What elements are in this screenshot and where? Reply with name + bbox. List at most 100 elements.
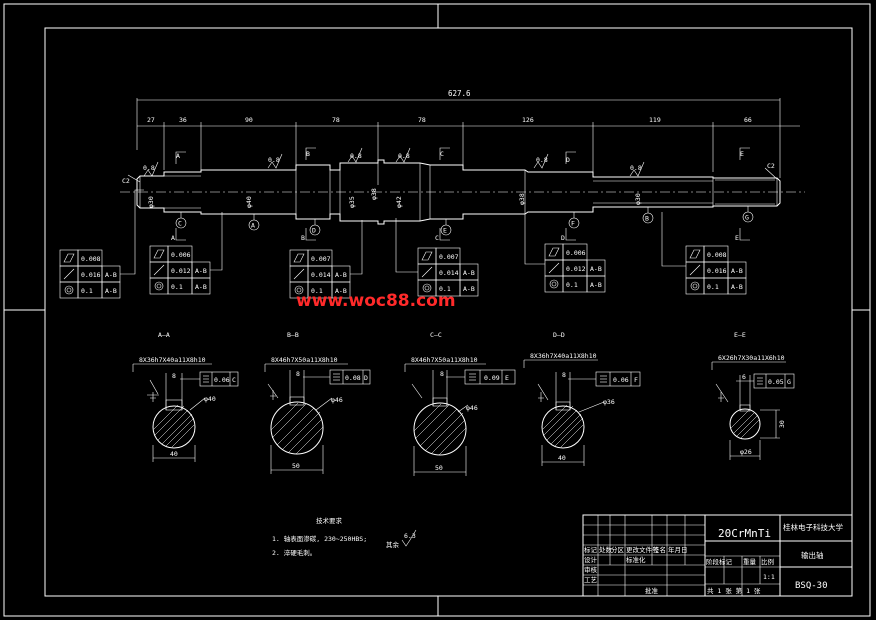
tolerance-frames: 0.008 0.016 A-B 0.1 A-B 0.006 0.012 A-B … [59, 189, 747, 299]
section-bottom-d: D [561, 234, 565, 242]
tech-req-item-1: 1. 轴表面渗碳, 230~250HBS; [272, 534, 367, 543]
section-c-title: C—C [430, 331, 442, 339]
svg-text:0.012: 0.012 [171, 267, 191, 275]
chamfer-right-label: C2 [767, 162, 775, 170]
section-d-spline: 8X36h7X40a11X8h10 [530, 352, 597, 360]
svg-text:0.1: 0.1 [311, 287, 323, 295]
shaft-main-view: 627.6 27 36 90 78 78 126 119 66 [120, 89, 805, 242]
title-block: 标记 处数 分区 更改文件号 签名 年月日 设计 审核 工艺 标准化 批准 阶段… [582, 514, 853, 597]
datum-5: F [571, 220, 575, 228]
tolerance-frame-3: 0.007 0.014 A-B 0.1 A-B [289, 220, 363, 299]
seg-len-2: 36 [179, 116, 187, 124]
svg-text:0.006: 0.006 [566, 249, 586, 257]
section-marks-bottom: A B C D E [171, 228, 750, 242]
watermark-text: www.woc88.com [296, 291, 456, 311]
dia-label-7: φ30 [634, 193, 642, 205]
section-d-title: D—D [553, 331, 565, 339]
segment-ticks [163, 122, 714, 185]
section-view-e: E—E 6X26h7X30a11X6h10 0.05 G 6 φ26 30 [711, 331, 795, 460]
svg-text:G: G [787, 378, 791, 386]
tb-row-label-1: 标记 [584, 545, 598, 554]
svg-text:0.016: 0.016 [707, 267, 727, 275]
svg-text:A-B: A-B [195, 283, 207, 291]
datum-4: E [443, 227, 447, 235]
roughness-4: 0.8 [398, 152, 410, 160]
tb-school: 桂林电子科技大学 [783, 522, 843, 532]
svg-text:0.008: 0.008 [707, 251, 727, 259]
section-bottom-b: B [301, 234, 305, 242]
tb-stage-1: 阶段标记 [706, 557, 733, 566]
section-e-dia-bottom: φ26 [740, 448, 752, 456]
section-e-title: E—E [734, 331, 746, 339]
key-width-d: 8 [562, 371, 566, 379]
roughness-1: 0.8 [143, 164, 155, 172]
svg-text:A-B: A-B [731, 267, 743, 275]
tb-row-label-4: 更改文件号 [626, 545, 659, 554]
section-view-c: C—C 8X46h7X50a11X8h10 0.09 E 8 50 φ46 [404, 331, 516, 476]
datum-6: B [645, 215, 649, 223]
section-a-spline: 8X36h7X40a11X8h10 [139, 356, 206, 364]
svg-text:φ36: φ36 [603, 398, 615, 406]
section-c-spline: 8X46h7X50a11X8h10 [411, 356, 478, 364]
svg-text:A-B: A-B [105, 287, 117, 295]
svg-text:E: E [505, 374, 509, 382]
tb-row-label-2: 处数 [599, 545, 613, 554]
key-width-a: 8 [172, 372, 176, 380]
svg-text:0.016: 0.016 [81, 271, 101, 279]
seg-len-4: 78 [332, 116, 340, 124]
svg-text:0.1: 0.1 [171, 283, 183, 291]
svg-text:0.014: 0.014 [439, 269, 459, 277]
tb-row-label-5: 签名 [653, 545, 666, 554]
svg-text:A-B: A-B [335, 271, 347, 279]
section-top-d: D [566, 156, 570, 164]
svg-text:A-B: A-B [590, 281, 602, 289]
section-e-spline: 6X26h7X30a11X6h10 [718, 354, 785, 362]
overall-length-label: 627.6 [448, 89, 471, 98]
section-b-spline: 8X46h7X50a11X8h10 [271, 356, 338, 364]
tb-part-name: 输出轴 [801, 550, 824, 560]
tb-role-3: 工艺 [584, 576, 598, 584]
tech-req-heading: 技术要求 [316, 516, 343, 525]
tb-row-label-3: 分区 [611, 545, 625, 554]
tolerance-frame-2: 0.006 0.012 A-B 0.1 A-B [149, 212, 223, 295]
roughness-6: 0.8 [630, 164, 642, 172]
section-view-a: A—A 8X36h7X40a11X8h10 0.06 C 8 40 φ40 [132, 331, 239, 462]
tb-drawing-no: BSQ-30 [795, 581, 828, 591]
svg-text:C: C [232, 376, 236, 384]
dia-label-4: φ38 [370, 188, 378, 200]
sheet-border [3, 3, 871, 617]
svg-text:0.1: 0.1 [81, 287, 93, 295]
tb-role-1: 设计 [584, 555, 598, 564]
technical-requirements: 技术要求 1. 轴表面渗碳, 230~250HBS; 2. 淬硬毛刺。 其余 6… [272, 516, 417, 557]
svg-text:0.007: 0.007 [439, 253, 459, 261]
tb-material: 20CrMnTi [718, 527, 771, 540]
seg-len-5: 78 [418, 116, 426, 124]
other-roughness-label: 其余 [386, 540, 400, 549]
roughness-symbols: 0.8 0.8 0.8 0.8 0.8 0.8 [143, 147, 645, 177]
svg-text:φ46: φ46 [466, 404, 478, 412]
svg-text:A-B: A-B [195, 267, 207, 275]
section-top-c: C [440, 150, 444, 158]
section-bottom-e: E [735, 234, 739, 242]
roughness-5: 0.8 [536, 156, 548, 164]
section-c-width: 50 [435, 464, 443, 472]
datum-1: C [178, 220, 182, 228]
section-views: A—A 8X36h7X40a11X8h10 0.06 C 8 40 φ40 [132, 331, 795, 476]
section-a-title: A—A [158, 331, 170, 339]
svg-text:φ40: φ40 [204, 395, 216, 403]
datum-3: D [312, 227, 316, 235]
shaft-outline [136, 159, 781, 225]
tech-req-item-2: 2. 淬硬毛刺。 [272, 548, 316, 557]
tb-stage-3: 比例 [761, 557, 774, 566]
roughness-general-icon [401, 529, 417, 547]
tb-role-5: 批准 [645, 586, 659, 595]
section-b-title: B—B [287, 331, 299, 339]
svg-text:A-B: A-B [105, 271, 117, 279]
tolerance-frame-1: 0.008 0.016 A-B 0.1 A-B [59, 189, 144, 299]
svg-text:0.05: 0.05 [768, 378, 784, 386]
roughness-2: 0.8 [268, 156, 280, 164]
section-bottom-a: A [171, 234, 175, 242]
tolerance-frame-4: 0.007 0.014 A-B 0.1 A-B [395, 218, 479, 297]
section-a-width: 40 [170, 450, 178, 458]
